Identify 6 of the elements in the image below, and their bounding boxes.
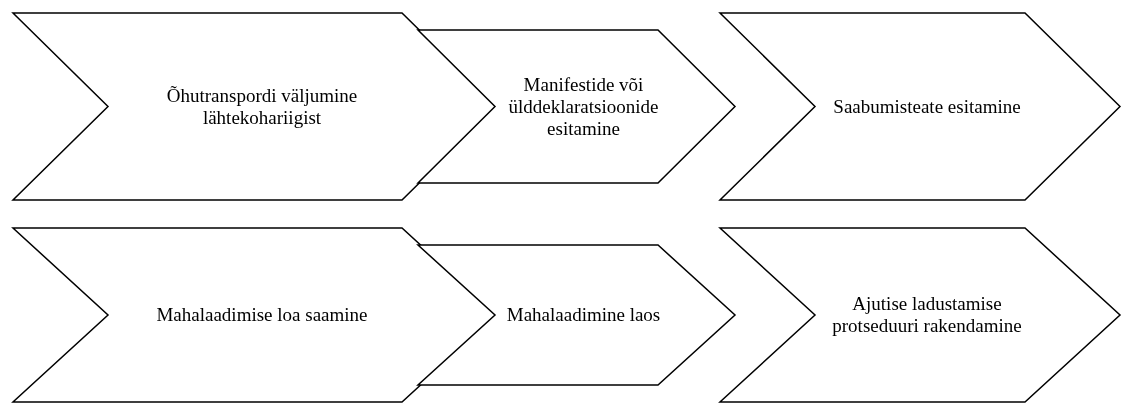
step-label: Mahalaadimise loa saamine: [156, 304, 368, 326]
step-label: Manifestide või ülddeklaratsioonide esitamine: [507, 73, 660, 140]
step-label: Ajutise ladustamise protseduuri rakendamine: [831, 293, 1023, 337]
step-label: Saabumisteate esitamine: [833, 95, 1021, 118]
step-label: Õhutranspordi väljumine lähtekohariigist: [165, 84, 359, 129]
step-label: Mahalaadimine laos: [506, 304, 661, 326]
